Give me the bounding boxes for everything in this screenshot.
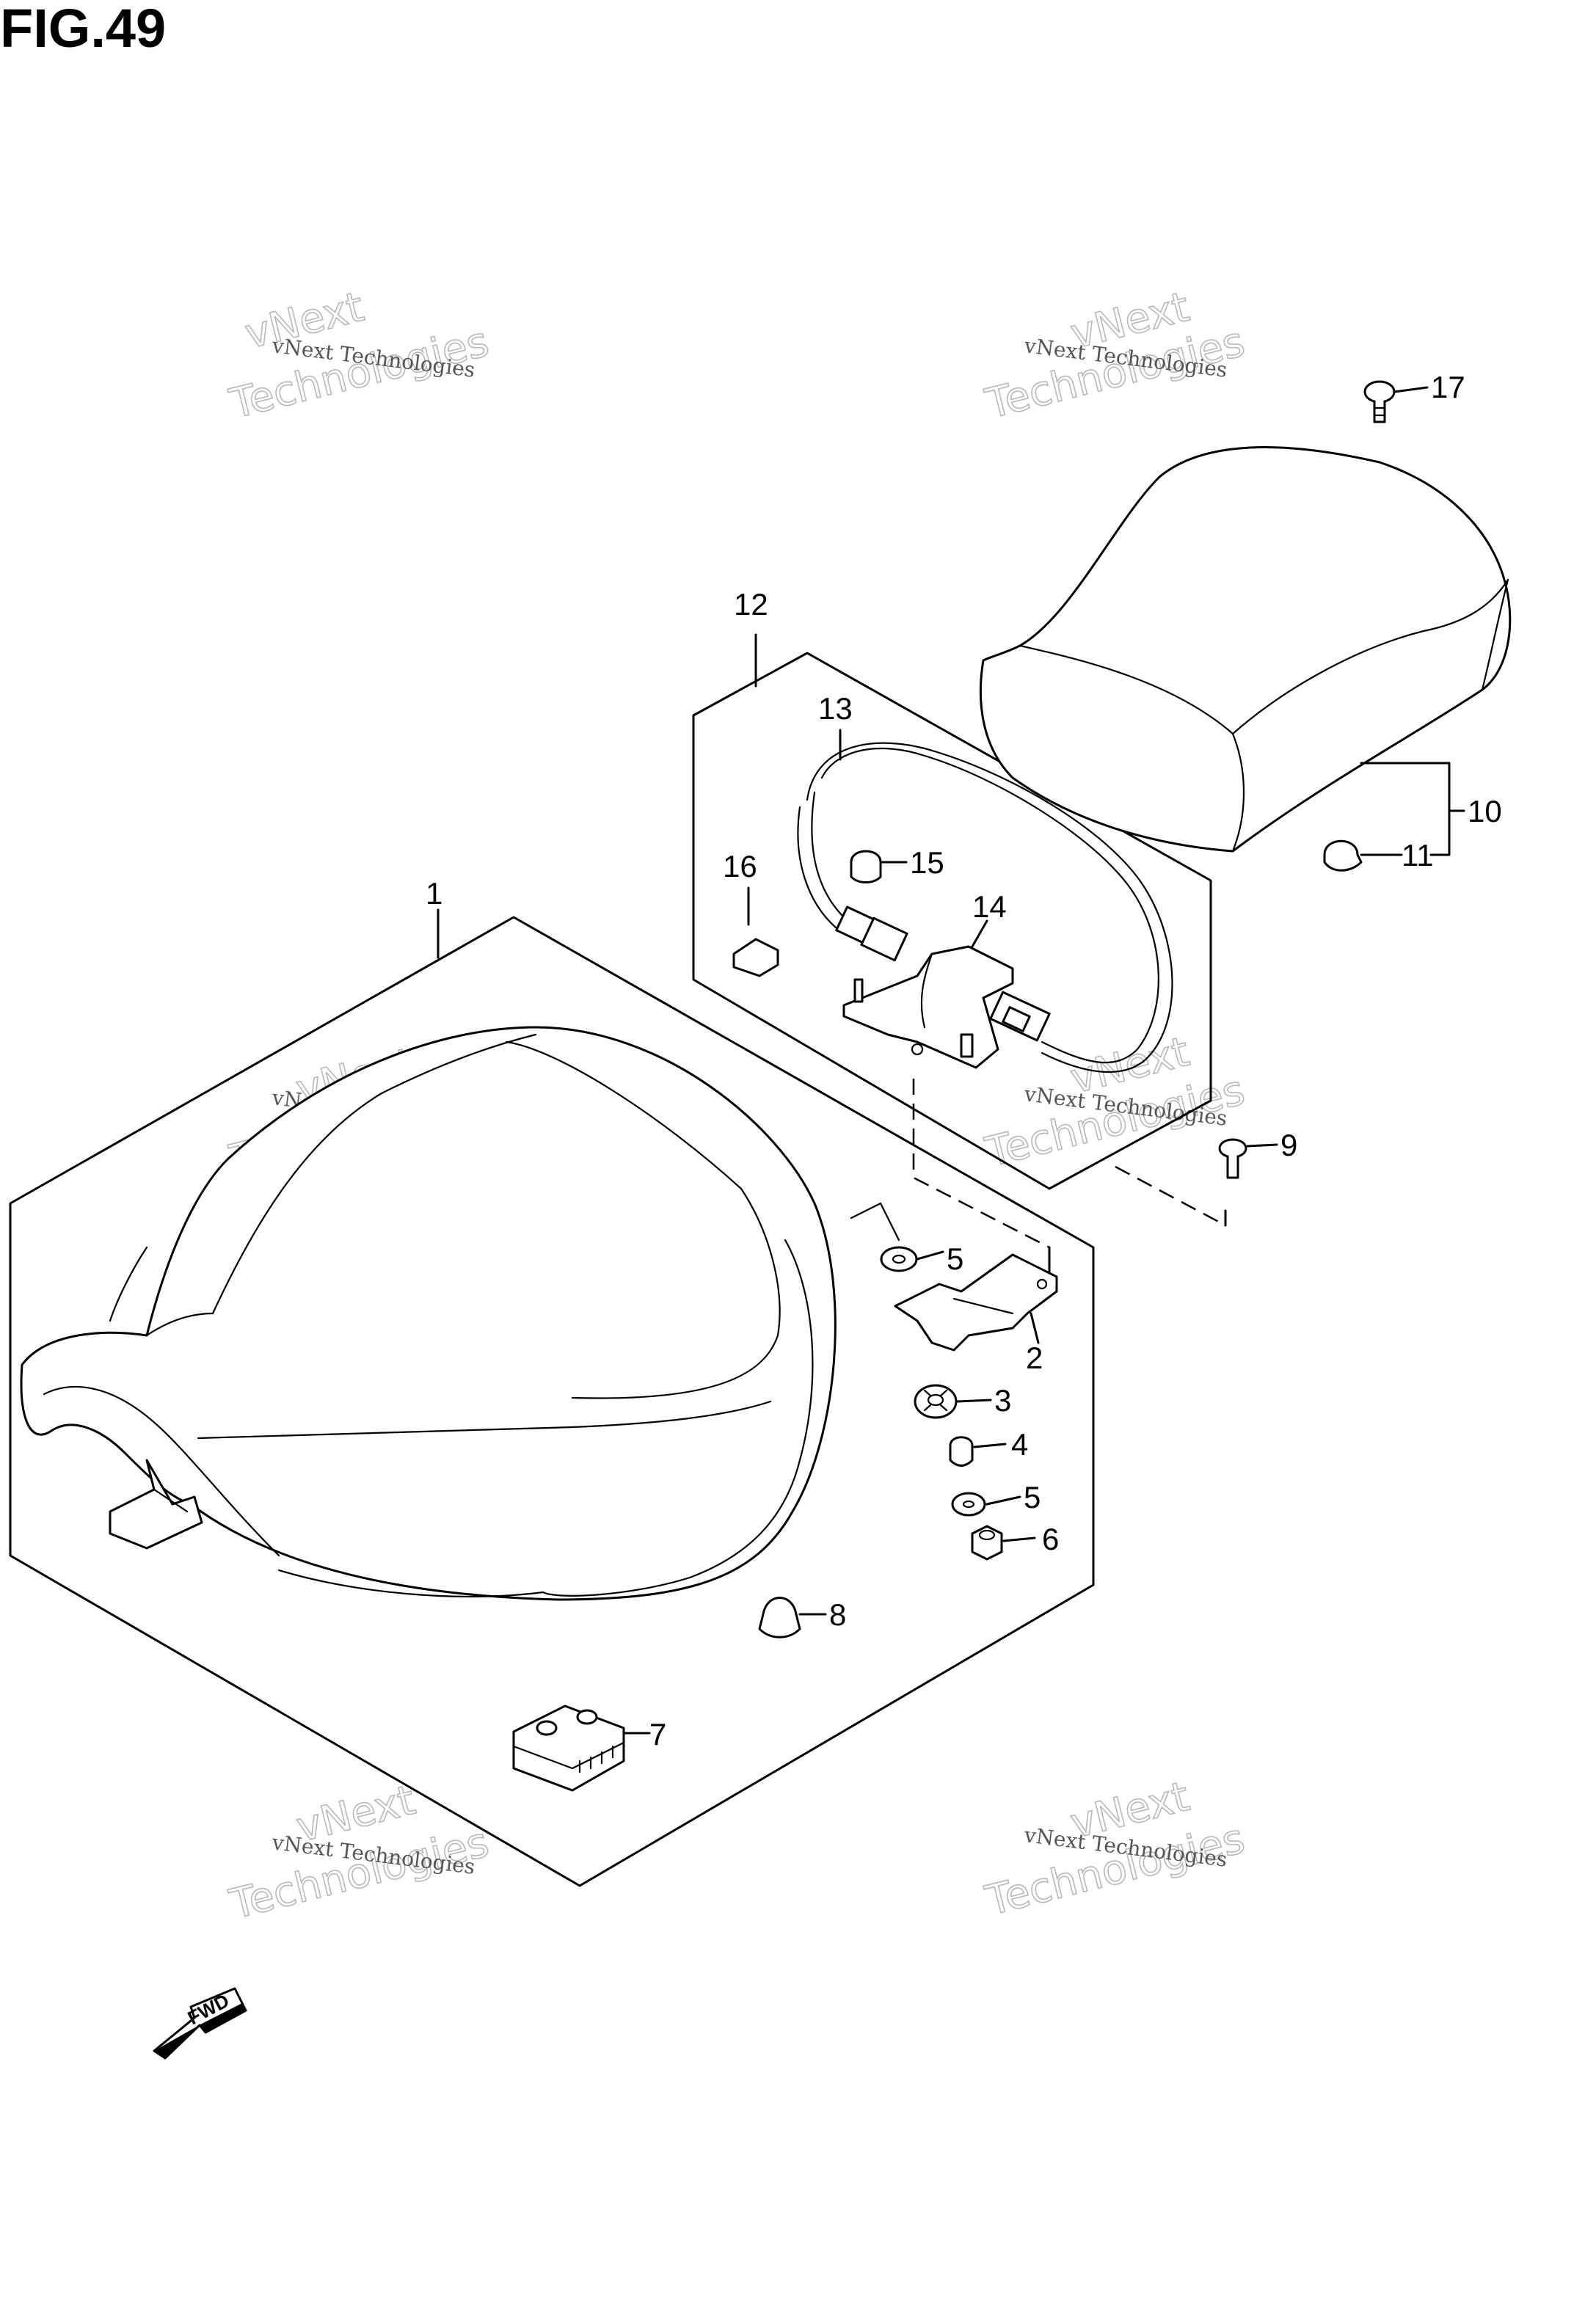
bolt-17-icon <box>1363 380 1396 423</box>
watermark-top-left: vNext Technologies vNext Technologies <box>225 282 494 429</box>
nut-15-icon <box>850 850 882 883</box>
mounting-line-left <box>912 1079 1050 1249</box>
watermark-bottom-right: vNext Technologies vNext Technologies <box>980 1772 1250 1925</box>
callout-10: 10 <box>1468 794 1502 828</box>
callout-13: 13 <box>818 691 853 726</box>
callout-12: 12 <box>734 587 768 621</box>
callout-6: 6 <box>1042 1522 1059 1556</box>
callout-3: 3 <box>994 1383 1011 1418</box>
callout-16: 16 <box>723 849 757 883</box>
pad-16-icon <box>732 938 779 977</box>
callout-2: 2 <box>1026 1341 1043 1375</box>
watermark-top-right: vNext Technologies vNext Technologies <box>980 282 1250 429</box>
watermark-bottom-left: vNext Technologies vNext Technologies <box>225 1776 494 1929</box>
cushion-8-icon <box>758 1597 801 1638</box>
callout-5-upper: 5 <box>947 1242 963 1276</box>
screw-9-icon <box>1218 1138 1247 1179</box>
seat-belt-assembly-outline <box>692 652 1212 1190</box>
washer-5-upper-icon <box>850 1202 918 1272</box>
pillion-seat <box>979 446 1512 853</box>
figure-title: FIG.49 <box>0 0 167 59</box>
cushion-11-icon <box>1323 839 1363 872</box>
belt-bracket <box>842 945 1014 1069</box>
callout-14: 14 <box>972 889 1007 924</box>
leader-lines <box>437 386 1465 1735</box>
mounting-line-right <box>1115 1165 1226 1227</box>
collar-4-icon <box>949 1436 974 1467</box>
forward-direction-arrow: FWD <box>153 1987 247 2060</box>
callout-17: 17 <box>1431 370 1465 404</box>
seat-belt-strap <box>797 742 1173 1073</box>
washer-5-lower-icon <box>951 1492 986 1517</box>
callout-15: 15 <box>910 845 944 880</box>
callout-5-lower: 5 <box>1024 1480 1041 1514</box>
front-seat <box>20 1026 837 1601</box>
callout-7: 7 <box>649 1717 666 1751</box>
callout-8: 8 <box>829 1597 846 1632</box>
clamp-7-icon <box>512 1705 625 1792</box>
callout-9: 9 <box>1280 1128 1297 1162</box>
callout-4: 4 <box>1011 1427 1028 1462</box>
bracket-2-icon <box>894 1253 1058 1352</box>
nut-6-icon <box>971 1525 1003 1561</box>
grommet-3-icon <box>914 1384 958 1419</box>
callout-1: 1 <box>426 876 442 911</box>
callout-11: 11 <box>1402 838 1434 872</box>
front-seat-assembly-outline <box>9 916 1095 1887</box>
